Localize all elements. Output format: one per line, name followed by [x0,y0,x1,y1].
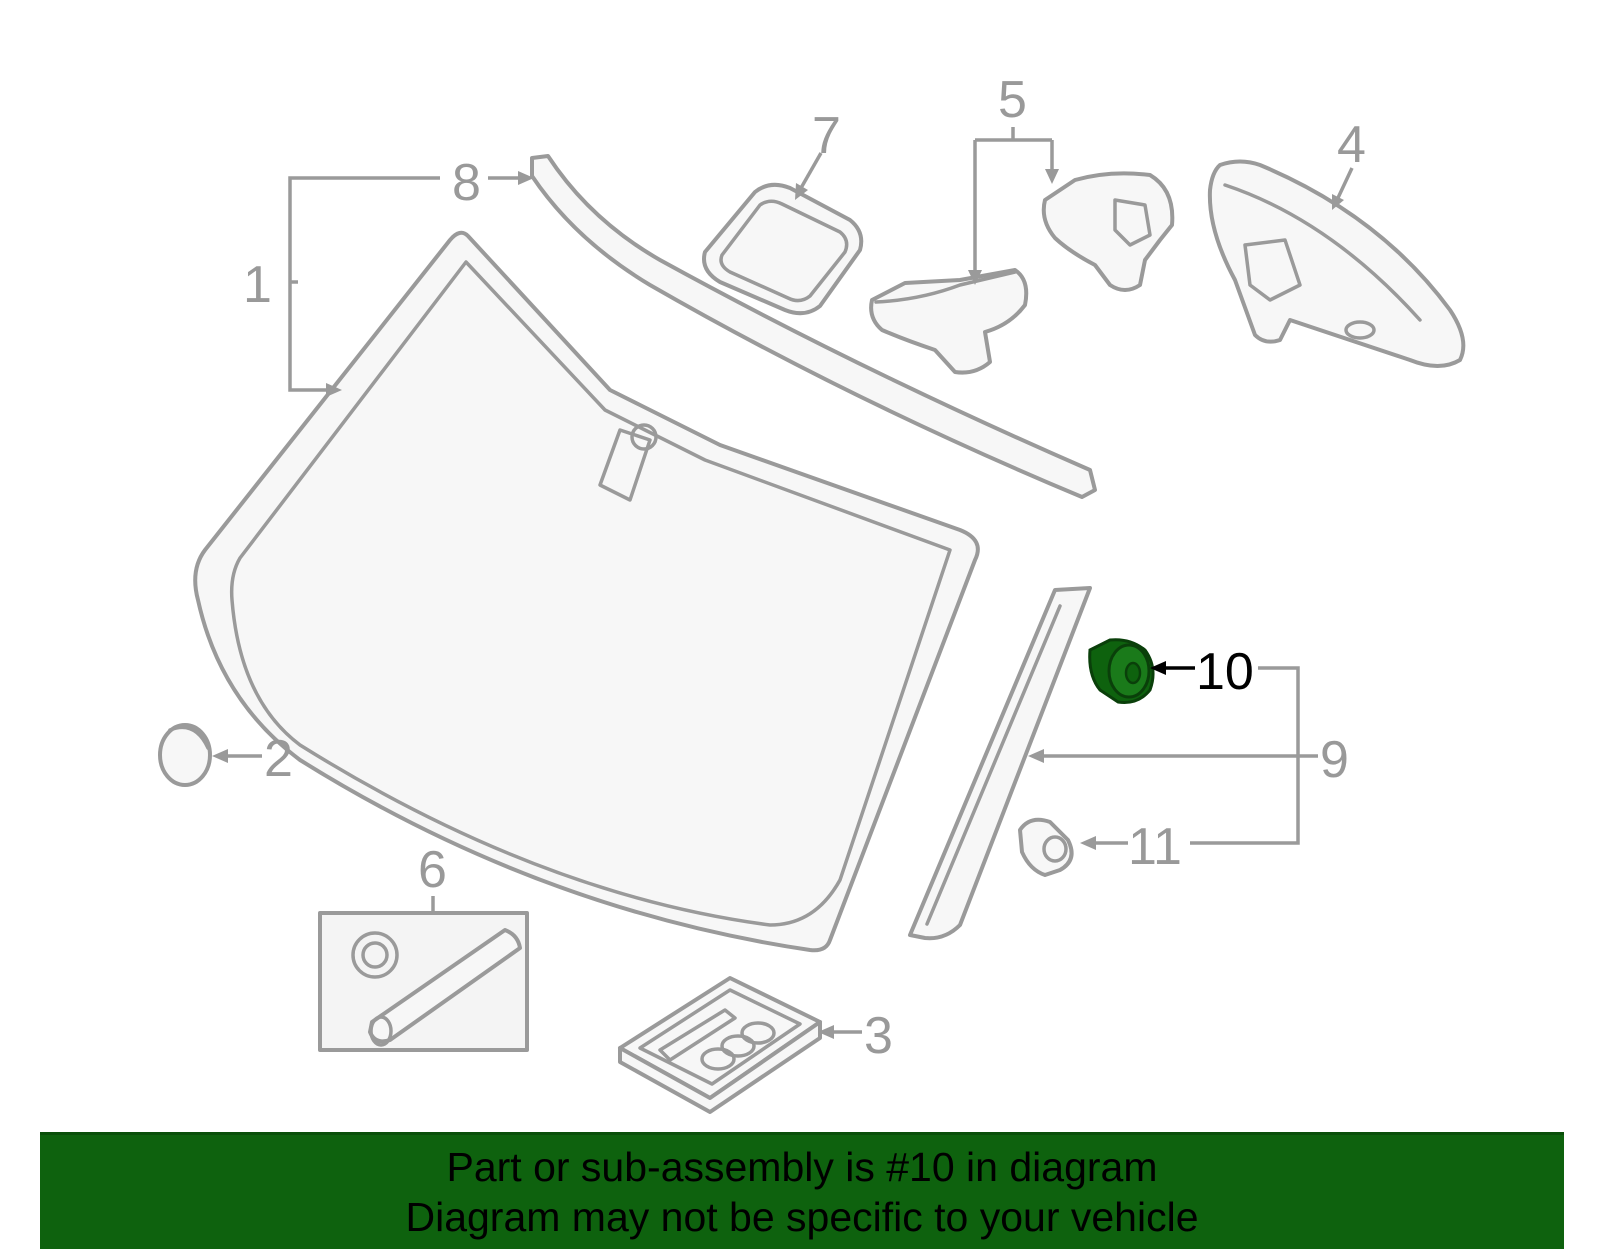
banner-line-part-number: Part or sub-assembly is #10 in diagram [446,1144,1158,1190]
callout-6: 6 [418,841,447,899]
highlighted-clip-10[interactable] [1088,638,1155,704]
mirror-cover-lower [869,268,1029,375]
rearview-mirror [1207,159,1466,368]
callout-2: 2 [264,730,293,788]
callout-8: 8 [452,154,481,212]
rain-sensor [702,182,864,316]
plug-cap [158,723,212,787]
callout-4: 4 [1337,116,1366,174]
pillar-molding [908,586,1092,941]
callout-7: 7 [812,107,841,165]
windshield-glass [193,230,980,953]
sealant-kit-box [318,911,529,1052]
banner-line-disclaimer: Diagram may not be specific to your vehi… [405,1194,1199,1240]
callout-3: 3 [864,1007,893,1065]
mirror-cover-upper [1041,171,1175,292]
retainer-clip-11 [1018,817,1074,877]
leader-lines [212,127,1354,1039]
info-banner: Part or sub-assembly is #10 in diagram D… [40,1132,1564,1249]
repair-kit-tray [618,976,822,1114]
callout-5: 5 [998,71,1027,129]
upper-molding [530,154,1097,499]
callout-10[interactable]: 10 [1196,643,1254,701]
callout-9: 9 [1320,731,1349,789]
callout-11: 11 [1128,818,1182,876]
callout-1: 1 [243,256,272,314]
